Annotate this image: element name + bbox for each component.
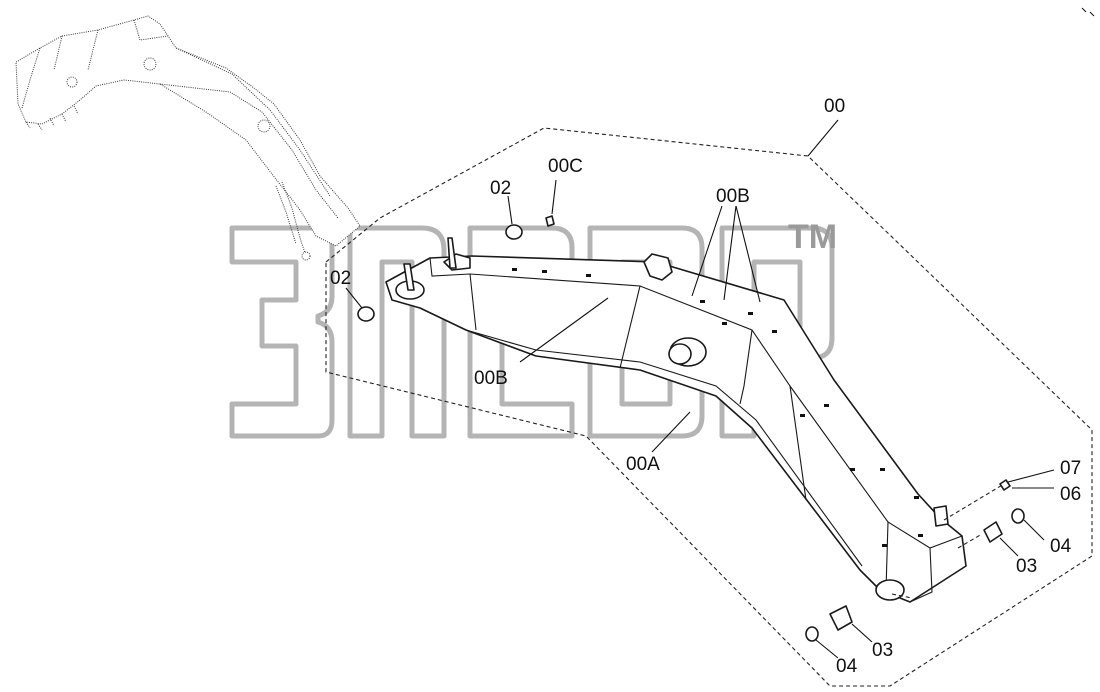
ring-bottom bbox=[805, 626, 819, 642]
collar-bottom bbox=[829, 605, 853, 631]
corner-mark bbox=[1081, 7, 1095, 17]
label-assembly: 00 bbox=[824, 96, 845, 117]
label-grease: 00C bbox=[548, 156, 583, 177]
bushing-left bbox=[357, 306, 375, 322]
assembly-boundary bbox=[325, 127, 1093, 687]
trademark-text: TM bbox=[788, 218, 837, 256]
label-pin-right: 07 bbox=[1060, 458, 1081, 479]
bushing-top bbox=[505, 224, 523, 240]
small-parts bbox=[357, 215, 1025, 642]
label-bushing-left: 02 bbox=[330, 268, 351, 289]
label-pin-right-b: 06 bbox=[1060, 484, 1081, 505]
part-labels: 00 00C 02 02 00B 00B 00A 07 06 04 03 03 … bbox=[330, 96, 1081, 677]
label-ring-bottom: 04 bbox=[836, 656, 858, 677]
ring-right bbox=[1011, 508, 1025, 524]
label-plate-upper: 00B bbox=[716, 186, 750, 207]
label-plate-lower: 00B bbox=[474, 368, 508, 389]
leader-lines bbox=[345, 119, 1055, 659]
pin-right bbox=[999, 479, 1011, 491]
main-boom bbox=[385, 237, 967, 603]
collar-right bbox=[983, 521, 1003, 543]
label-bushing-top: 02 bbox=[490, 178, 511, 199]
label-collar-bottom: 03 bbox=[872, 640, 893, 661]
label-ring-right: 04 bbox=[1050, 536, 1072, 557]
grease-fitting bbox=[545, 215, 555, 227]
excavator-arm-ghost bbox=[15, 15, 361, 261]
label-collar-right: 03 bbox=[1016, 556, 1037, 577]
label-boom: 00A bbox=[626, 454, 660, 475]
